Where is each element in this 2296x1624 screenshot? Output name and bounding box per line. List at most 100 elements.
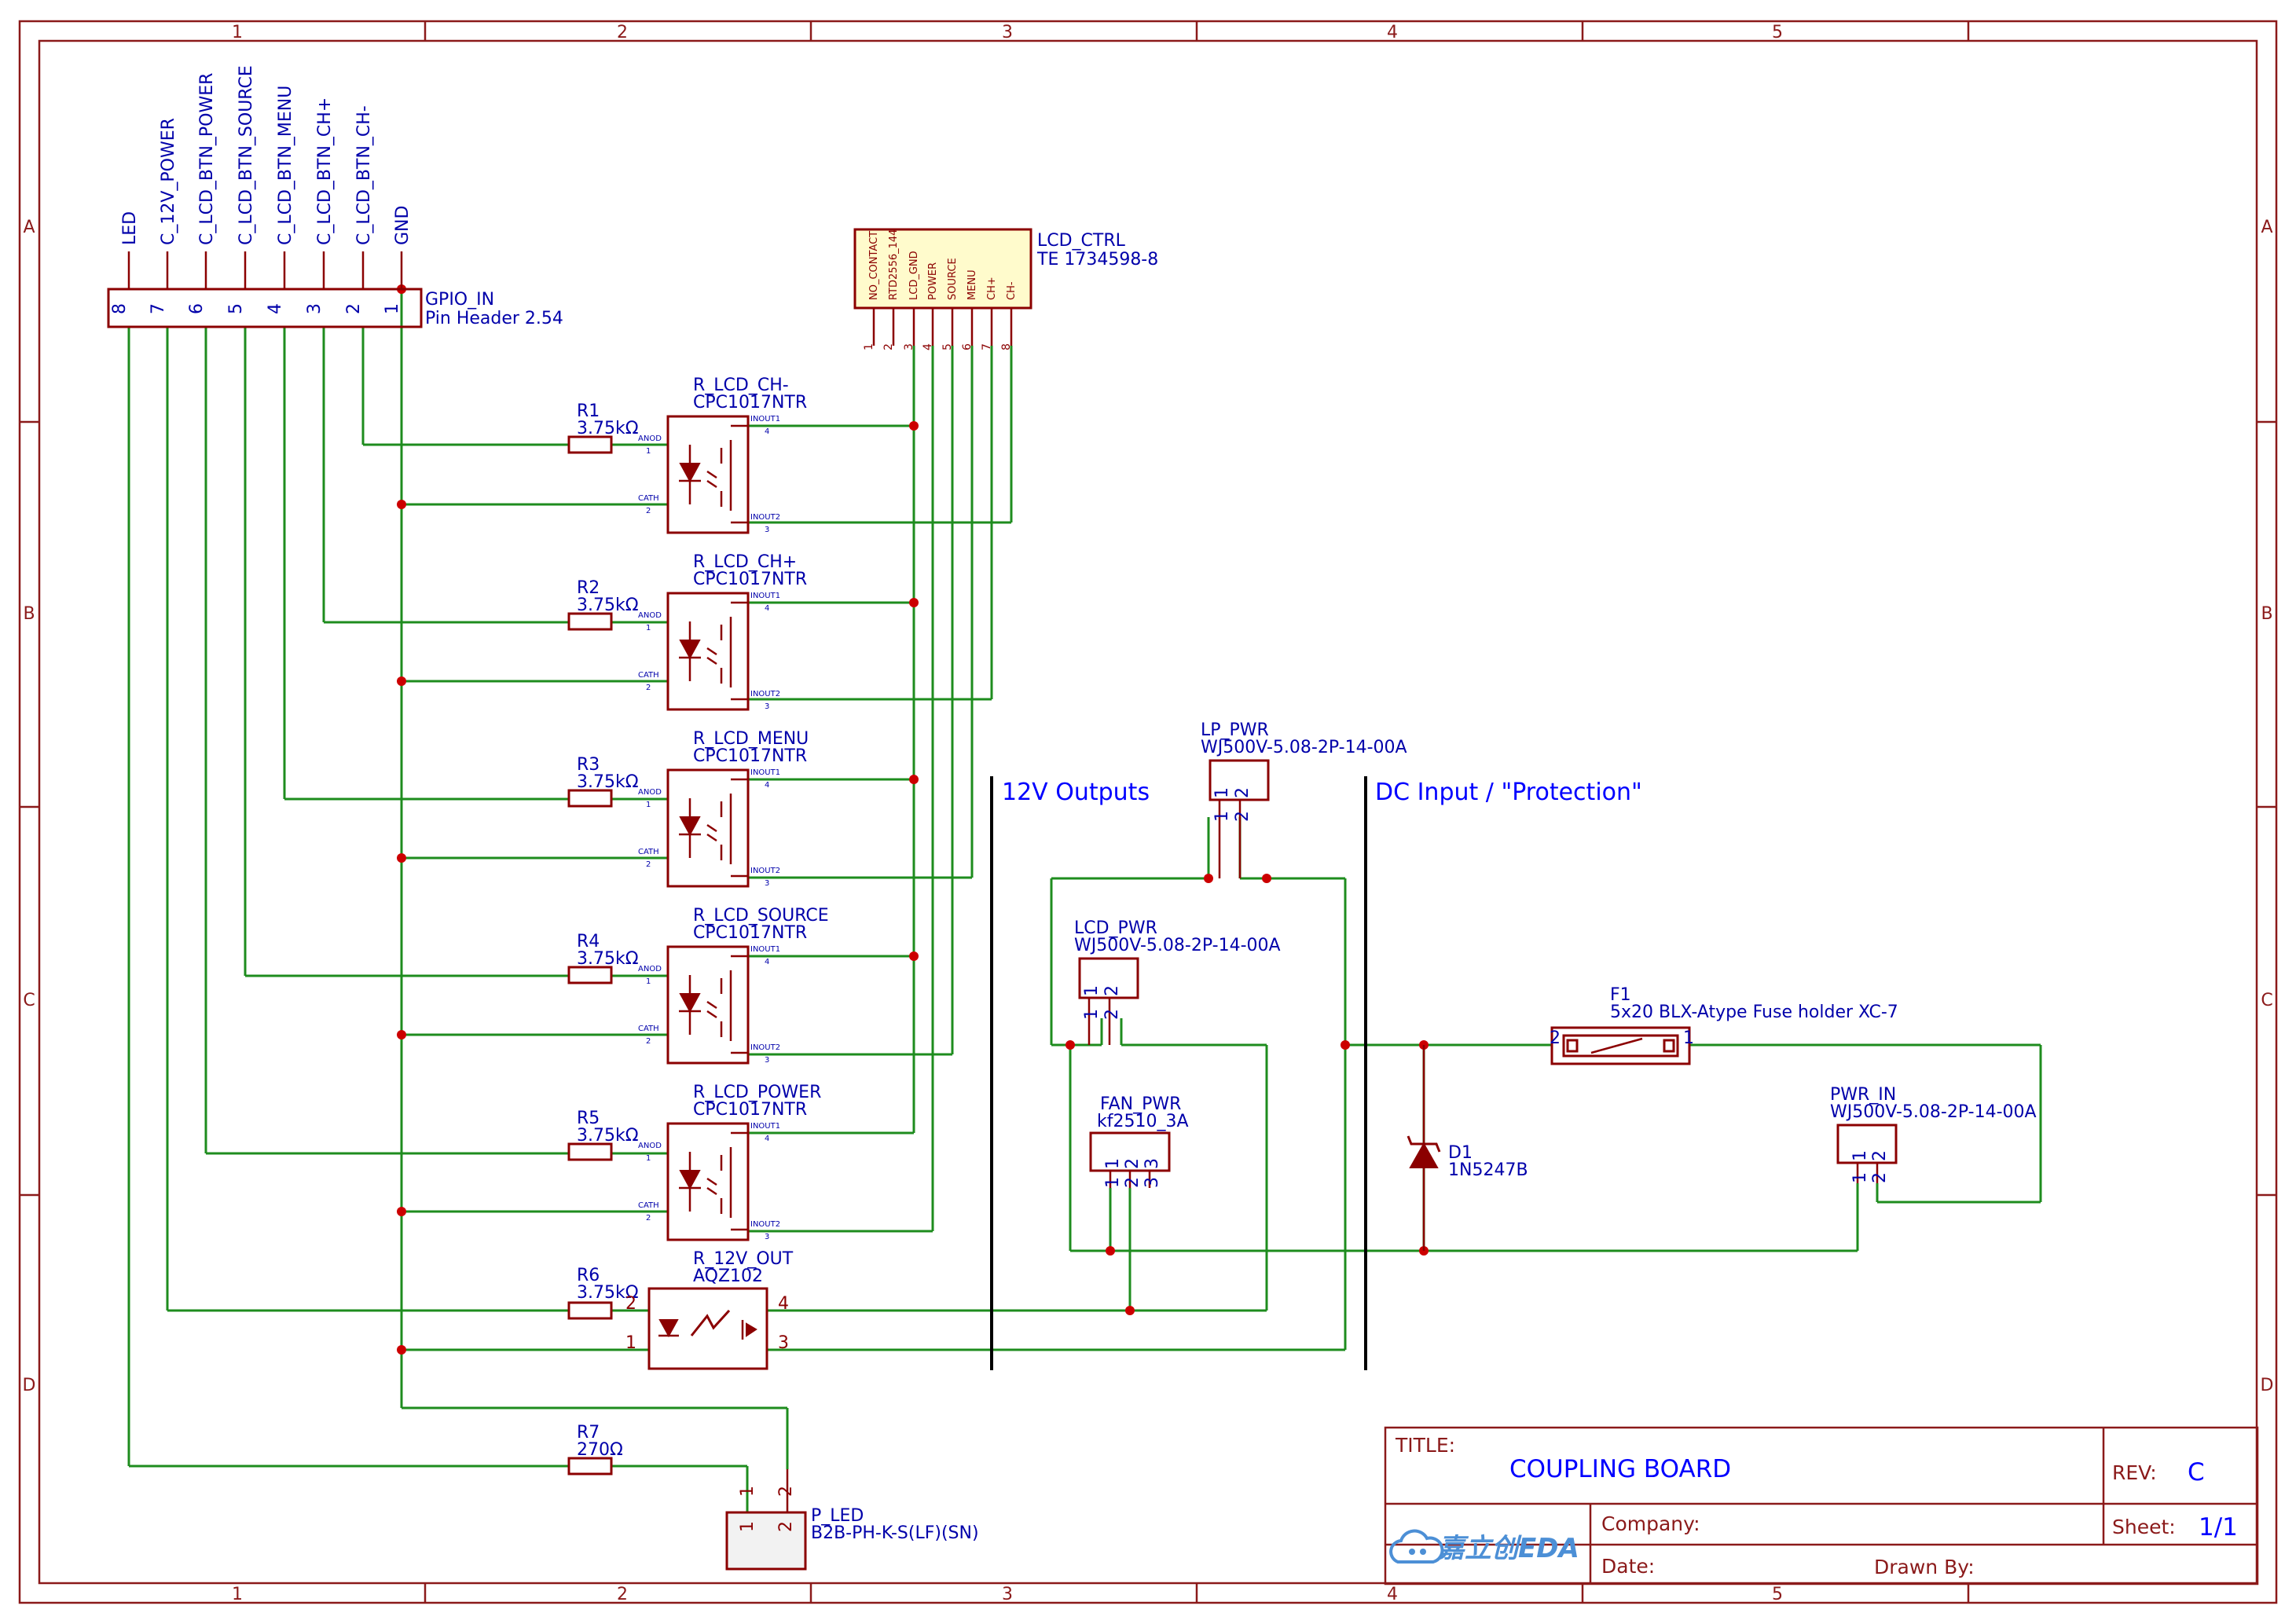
d1-value: 1N5247B [1448,1160,1528,1180]
resistor-r1[interactable]: R1 3.75kΩ [567,401,639,454]
r2-value: 3.75kΩ [577,596,639,615]
relay-value: CPC1017NTR [693,1100,807,1120]
pwr-in-pin-2: 2 [1870,1150,1890,1161]
zone-col-4-bottom: 4 [1387,1585,1398,1604]
lcd-pin-1: 1 [863,343,875,350]
relay-source[interactable]: R4 3.75kΩ ANOD 1 CATH 2 INOUT1 4 INOUT2 … [567,906,829,1065]
lp-pwr-pin-2: 2 [1233,787,1253,798]
relay-inout2: INOUT2 [750,1043,780,1052]
lcd-pin-name-2: RTD2556_144 [888,229,900,300]
relay-cath: CATH [638,671,659,680]
lcd-pin-3: 3 [903,343,915,350]
zone-col-3-top: 3 [1002,23,1013,42]
relay-menu[interactable]: R3 3.75kΩ ANOD 1 CATH 2 INOUT1 4 INOUT2 … [567,729,809,888]
lp-pwr-connector[interactable]: 1 2 1 2 LP_PWR WJ500V-5.08-2P-14-00A [1201,720,1407,878]
d1-ref: D1 [1448,1143,1473,1163]
relay-power[interactable]: R5 3.75kΩ ANOD 1 CATH 2 INOUT1 4 INOUT2 … [567,1083,821,1241]
relay-cath: CATH [638,494,659,503]
r12v-pin-2: 2 [625,1294,636,1314]
gpio-pin-1: 1 [383,303,402,314]
relay-inout2: INOUT2 [750,1220,780,1229]
sheet-value: 1/1 [2199,1513,2238,1542]
relay-cath: CATH [638,1025,659,1033]
relay-anod: ANOD [638,1142,662,1150]
fan-pwr-value: kf2510_3A [1097,1112,1189,1131]
r5-value: 3.75kΩ [577,1126,639,1146]
relay-ch-minus[interactable]: R1 3.75kΩ ANOD 1 CATH 2 INOUT1 4 INOUT2 … [567,376,807,534]
relay-anod: ANOD [638,788,662,797]
resistor-r7[interactable]: R7 270Ω [567,1423,623,1476]
relay-p4: 4 [765,958,769,966]
gpio-in-header[interactable]: 8 7 6 5 4 3 2 1 GPIO_IN Pin Header 2.54 [107,251,563,328]
resistor-r6[interactable]: R6 3.75kΩ [567,1266,639,1320]
r7-value: 270Ω [577,1440,623,1460]
net-label-btn-source: C_LCD_BTN_SOURCE [237,65,256,245]
lcd-pwr-pin-1-out: 1 [1082,1009,1102,1020]
relay-inout2: INOUT2 [750,867,780,875]
pwr-in-connector[interactable]: 1 2 1 2 PWR_IN WJ500V-5.08-2P-14-00A [1830,1085,2037,1183]
zone-row-b-left: B [23,604,35,624]
relay-value: CPC1017NTR [693,570,807,589]
fan-pwr-pin-3-out: 3 [1142,1177,1162,1188]
p-led-connector[interactable]: 1 2 1 2 P_LED B2B-PH-K-S(LF)(SN) [725,1469,979,1571]
zone-row-a-left: A [23,218,35,237]
resistor-r3[interactable]: R3 3.75kΩ [567,755,639,808]
resistor-r2[interactable]: R2 3.75kΩ [567,578,639,631]
relay-p2: 2 [646,860,651,869]
resistor-r5[interactable]: R5 3.75kΩ [567,1109,639,1161]
relay-p3: 3 [765,526,769,534]
r7-ref: R7 [577,1423,600,1443]
zone-col-1-top: 1 [232,23,243,42]
relay-p2: 2 [646,1214,651,1223]
relay-inout1: INOUT1 [750,1122,780,1131]
lcd-ctrl-value: TE 1734598-8 [1036,250,1158,269]
zone-col-3-bottom: 3 [1002,1585,1013,1604]
lcd-ctrl-connector[interactable]: NO_CONTACT RTD2556_144 LCD_GND POWER SOU… [853,228,1158,350]
zener-diode-d1[interactable]: D1 1N5247B [1407,1045,1528,1251]
relay-ref: R_LCD_SOURCE [693,906,829,926]
relay-p4: 4 [765,1135,769,1143]
net-label-btn-ch-minus: C_LCD_BTN_CH- [354,105,374,245]
lcd-pin-7: 7 [981,343,993,350]
relay-cath: CATH [638,1201,659,1210]
r4-ref: R4 [577,932,600,951]
fan-pwr-pin-1-out: 1 [1103,1177,1123,1188]
relay-12v-out[interactable]: 2 1 4 3 R_12V_OUT AQZ102 [625,1249,794,1370]
pwr-in-ref: PWR_IN [1830,1085,1896,1105]
lcd-ctrl-ref: LCD_CTRL [1037,231,1126,251]
gpio-pin-7: 7 [149,303,168,314]
lcd-pin-name-3: LCD_GND [908,251,920,300]
cloud-logo-icon [1389,1529,1444,1564]
relay-p1: 1 [646,801,651,809]
f1-ref: F1 [1610,985,1631,1005]
relay-inout1: INOUT1 [750,768,780,777]
p-led-pin-1: 1 [738,1521,757,1532]
relay-p2: 2 [646,1037,651,1046]
relay-inout2: INOUT2 [750,690,780,698]
relay-value: CPC1017NTR [693,393,807,412]
fan-pwr-connector[interactable]: 1 2 3 1 2 3 FAN_PWR kf2510_3A [1089,1094,1189,1188]
p-led-pin-2-out: 2 [776,1486,796,1497]
lcd-pwr-pin-2-out: 2 [1102,1009,1122,1020]
zone-row-c-left: C [23,991,35,1010]
net-label-led: LED [120,211,140,245]
relay-ch-plus[interactable]: R2 3.75kΩ ANOD 1 CATH 2 INOUT1 4 INOUT2 … [567,552,807,711]
net-label-12v-power: C_12V_POWER [159,118,178,245]
gpio-pin-5: 5 [226,303,246,314]
r4-value: 3.75kΩ [577,949,639,969]
p-led-value: B2B-PH-K-S(LF)(SN) [811,1523,979,1543]
f1-pin-2: 2 [1550,1028,1561,1048]
zone-col-4-top: 4 [1387,23,1398,42]
relay-value: CPC1017NTR [693,746,807,766]
relay-ref: R_LCD_CH- [693,376,789,395]
lcd-pwr-ref: LCD_PWR [1074,918,1157,938]
pwr-in-pin-1: 1 [1850,1150,1870,1161]
resistor-r4[interactable]: R4 3.75kΩ [567,932,639,984]
section-dc-input: DC Input / "Protection" [1375,779,1642,806]
fuse-f1[interactable]: 2 1 F1 5x20 BLX-Atype Fuse holder XC-7 [1550,985,1898,1065]
relay-p3: 3 [765,879,769,888]
junctions [397,284,1429,1355]
lcd-pin-name-6: MENU [966,269,978,300]
lcd-pwr-connector[interactable]: 1 2 1 2 LCD_PWR WJ500V-5.08-2P-14-00A [1074,918,1281,1045]
p-led-pin-1-out: 1 [738,1486,757,1497]
